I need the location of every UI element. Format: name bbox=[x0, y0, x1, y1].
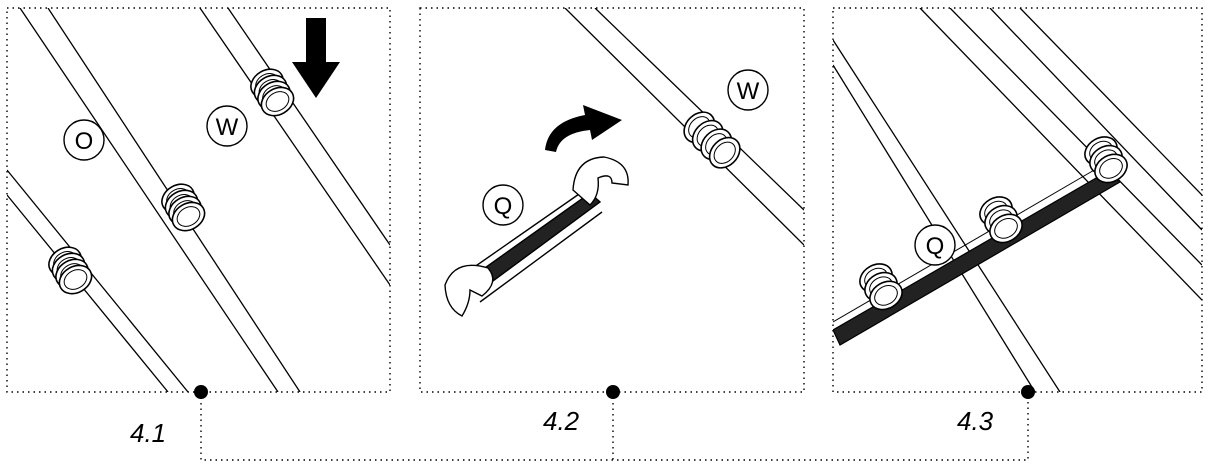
callout-q: Q bbox=[914, 224, 956, 266]
callout-q: Q bbox=[482, 184, 524, 226]
callout-label: W bbox=[216, 114, 239, 141]
panel-4-3: Q bbox=[832, 7, 1203, 393]
callout-o: O bbox=[63, 119, 105, 161]
rotate-arrow-icon bbox=[545, 105, 622, 152]
panel-frame bbox=[419, 7, 805, 393]
step-marker bbox=[1021, 385, 1035, 399]
callout-label: O bbox=[75, 128, 94, 155]
step-marker bbox=[194, 385, 208, 399]
wrench-icon bbox=[444, 156, 629, 317]
clip-rings bbox=[853, 130, 1134, 316]
callout-label: W bbox=[737, 78, 760, 105]
callout-label: Q bbox=[926, 233, 945, 260]
panel-frame bbox=[832, 7, 1203, 393]
step-label-4-3: 4.3 bbox=[957, 406, 994, 436]
down-arrow-icon bbox=[292, 18, 340, 98]
step-marker bbox=[606, 385, 620, 399]
clip-rings bbox=[677, 105, 747, 175]
panel-4-1: O W bbox=[6, 7, 391, 393]
clip-rings bbox=[42, 62, 300, 301]
step-label-4-1: 4.1 bbox=[130, 418, 166, 448]
wrench-icon bbox=[833, 161, 1121, 346]
callout-w: W bbox=[206, 105, 248, 147]
step-label-4-2: 4.2 bbox=[543, 406, 580, 436]
callout-label: Q bbox=[494, 193, 513, 220]
callout-w: W bbox=[727, 69, 769, 111]
step-connectors bbox=[200, 392, 1029, 461]
panel-4-2: Q W bbox=[419, 7, 805, 393]
